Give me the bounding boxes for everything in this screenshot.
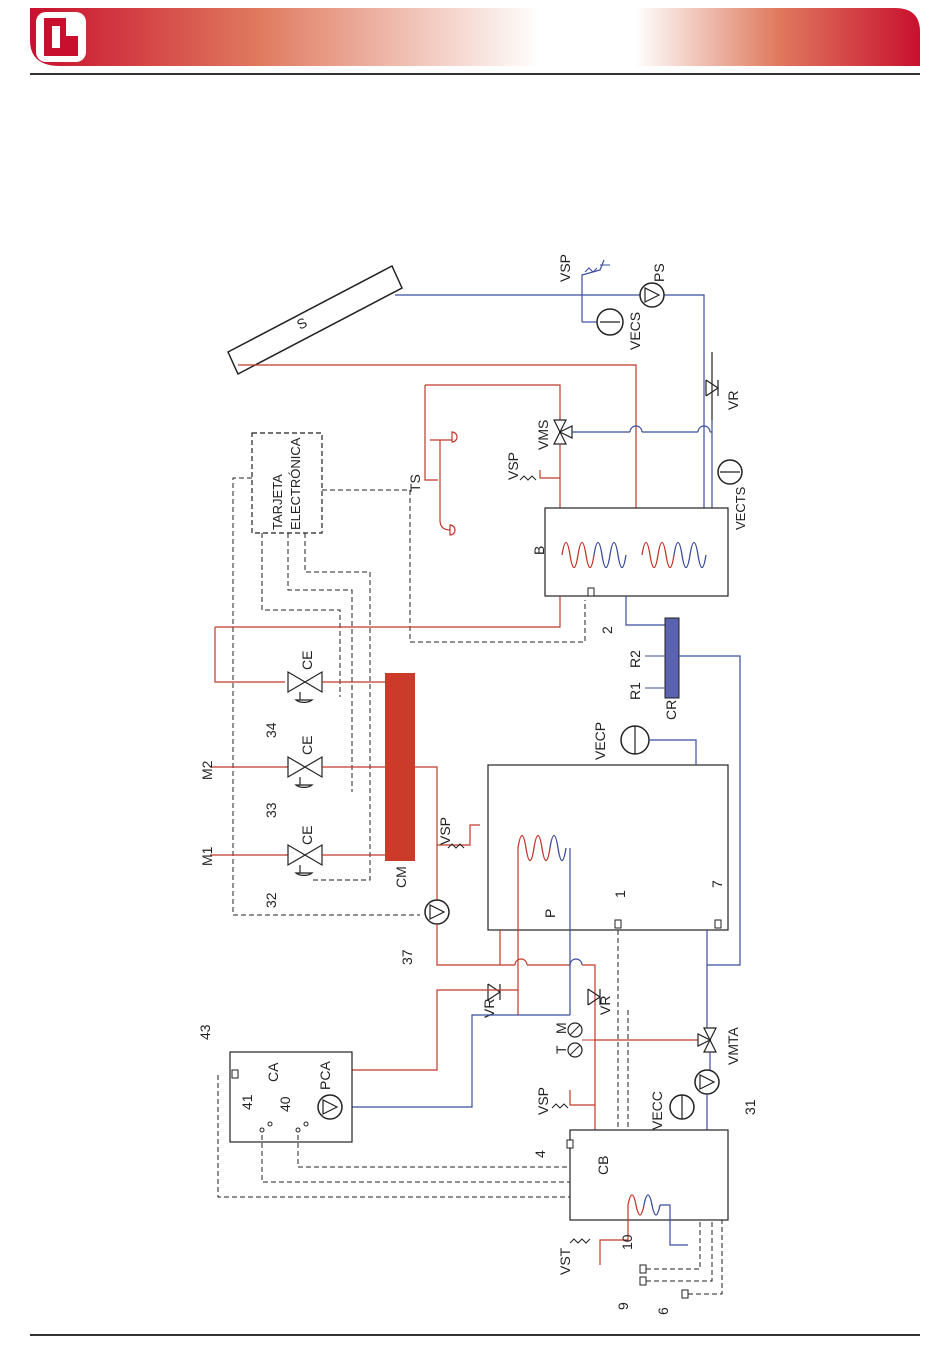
label-M1: M1: [199, 846, 215, 866]
collector-CR: CR R2 R1: [627, 618, 679, 720]
label-R2: R2: [627, 650, 643, 668]
label-VMS: VMS: [535, 420, 551, 450]
label-M2: M2: [199, 760, 215, 780]
thermometer-manometer-icons: T M: [553, 1022, 595, 1057]
label-CE-33: CE: [299, 736, 315, 755]
label-VMTA: VMTA: [725, 1026, 741, 1065]
label-43: 43: [197, 1024, 213, 1040]
label-31: 31: [742, 1099, 758, 1115]
label-P: P: [542, 909, 558, 918]
electronic-board: TARJETA ELECTRÓNICA: [252, 433, 322, 533]
label-41: 41: [239, 1094, 255, 1110]
label-VST: VST: [557, 1247, 573, 1275]
label-CE-34: CE: [299, 651, 315, 670]
label-VSP-top: VSP: [557, 254, 573, 282]
label-CR: CR: [663, 700, 679, 720]
label-R1: R1: [627, 682, 643, 700]
label-32: 32: [263, 892, 279, 908]
label-CM: CM: [393, 866, 409, 888]
label-2: 2: [599, 626, 615, 634]
label-33: 33: [263, 802, 279, 818]
label-VECS: VECS: [627, 312, 643, 350]
label-VSP-P: VSP: [437, 817, 453, 845]
label-34: 34: [263, 722, 279, 738]
label-VECC: VECC: [649, 1091, 665, 1130]
label-M: M: [553, 1022, 569, 1034]
pump-37-icon: 37: [399, 900, 449, 965]
label-T: T: [553, 1045, 569, 1054]
label-CB: CB: [595, 1156, 611, 1175]
check-valve-VR-right: VR: [588, 989, 613, 1015]
label-6: 6: [655, 1307, 671, 1315]
zone-valve-34-icon: CE 34: [263, 651, 385, 738]
safety-valve-VSP-top: VSP: [557, 254, 610, 295]
label-tarjeta-1: TARJETA: [270, 474, 285, 530]
safety-valve-VST: VST: [557, 1239, 590, 1275]
solar-panel: S: [228, 266, 402, 374]
pump-PS-icon: PS: [640, 263, 667, 307]
tank-CB: CB 4: [532, 1130, 728, 1220]
zone-valve-33-icon: CE M2 33: [199, 736, 385, 818]
label-B: B: [531, 546, 547, 555]
label-37: 37: [399, 949, 415, 965]
label-4: 4: [532, 1150, 548, 1158]
label-CA: CA: [265, 1062, 281, 1082]
label-TS: TS: [407, 474, 423, 492]
expansion-vessel-VECS-icon: VECS: [582, 295, 643, 350]
shower-TS-icon: TS: [407, 385, 457, 535]
check-valve-VR-left: VR: [481, 984, 500, 1018]
footer-rule: [30, 1334, 920, 1336]
label-CE-32: CE: [299, 826, 315, 845]
label-tarjeta-2: ELECTRÓNICA: [288, 437, 303, 530]
sensors-lower: 10 9 6: [615, 1234, 688, 1315]
pump-31-icon: 31: [695, 1070, 758, 1115]
tank-P: P 1 7: [488, 765, 728, 930]
label-VR-right: VR: [597, 996, 613, 1015]
label-VSP-mid: VSP: [505, 452, 521, 480]
expansion-vessel-VECP-icon: VECP: [592, 722, 696, 765]
expansion-vessel-VECC-icon: VECC: [649, 1091, 694, 1130]
label-10: 10: [619, 1234, 635, 1250]
valve-VMTA-icon: VMTA: [595, 1026, 741, 1065]
mixing-valve-VMS-icon: VMS: [425, 385, 712, 508]
label-PS: PS: [651, 263, 667, 282]
label-VSP-CB: VSP: [535, 1087, 551, 1115]
label-7: 7: [709, 880, 725, 888]
check-valve-VR-top: VR: [706, 352, 741, 420]
label-VR-top: VR: [725, 391, 741, 410]
boiler-CA: CA PCA 43 41 40: [197, 1024, 352, 1142]
safety-valve-VSP-mid: VSP: [505, 452, 560, 480]
label-9: 9: [615, 1302, 631, 1310]
safety-valve-VSP-P: VSP: [437, 817, 480, 848]
label-1: 1: [612, 890, 628, 898]
label-PCA: PCA: [317, 1061, 333, 1090]
safety-valve-VSP-CB: VSP: [535, 1087, 595, 1115]
label-VECTS: VECTS: [733, 486, 748, 530]
manifold-CM: CM: [385, 673, 415, 888]
label-40: 40: [277, 1096, 293, 1112]
zone-valve-32-icon: CE M1 32: [199, 826, 385, 908]
label-VECP: VECP: [592, 722, 608, 760]
